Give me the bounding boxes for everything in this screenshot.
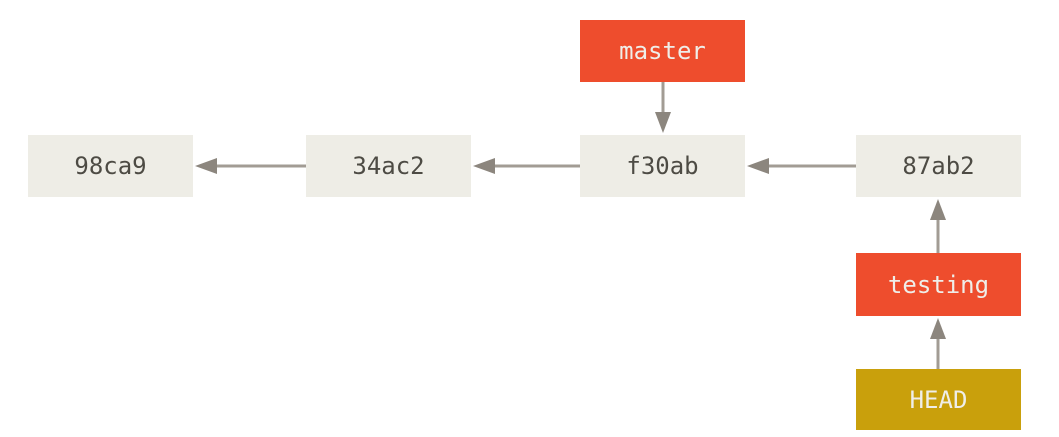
- commit-box-34ac2: 34ac2: [306, 135, 471, 197]
- commit-label: 34ac2: [352, 152, 425, 180]
- arrow-87ab2-to-f30ab: [747, 158, 856, 174]
- arrow-34ac2-to-98ca9: [195, 158, 306, 174]
- commit-box-f30ab: f30ab: [580, 135, 745, 197]
- arrow-master-to-f30ab: [655, 82, 671, 133]
- arrow-head-to-testing: [930, 318, 946, 369]
- head-box: HEAD: [856, 369, 1021, 430]
- branch-box-testing: testing: [856, 253, 1021, 316]
- arrow-testing-to-87ab2: [930, 199, 946, 253]
- branch-label: master: [619, 37, 706, 65]
- commit-box-98ca9: 98ca9: [28, 135, 193, 197]
- commit-label: 98ca9: [74, 152, 147, 180]
- arrow-f30ab-to-34ac2: [473, 158, 580, 174]
- branch-box-master: master: [580, 20, 745, 82]
- commit-label: 87ab2: [902, 152, 975, 180]
- commit-box-87ab2: 87ab2: [856, 135, 1021, 197]
- branch-label: testing: [887, 270, 990, 299]
- head-label: HEAD: [909, 385, 968, 414]
- commit-label: f30ab: [626, 152, 699, 180]
